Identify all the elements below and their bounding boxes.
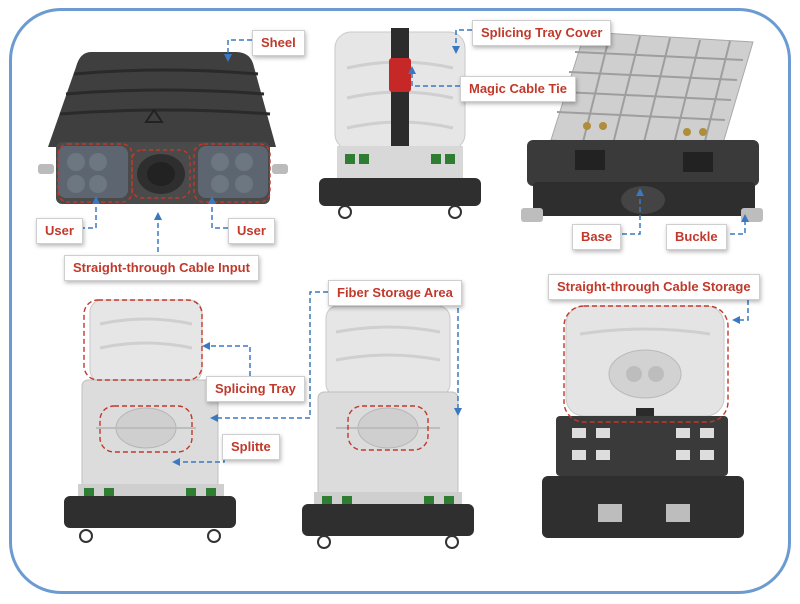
label-magic-cable-tie: Magic Cable Tie [460,76,577,102]
fiber-storage-area-photo [302,305,474,549]
label-sheel: Sheel [252,30,305,56]
label-splicing-tray-cover: Splicing Tray Cover [472,20,612,46]
label-fiber-storage-area: Fiber Storage Area [328,280,462,306]
label-base: Base [572,224,622,250]
closure-shell-photo [38,52,288,204]
label-splicing-tray: Splicing Tray [206,376,305,402]
label-buckle: Buckle [666,224,727,250]
label-user-right: User [228,218,275,244]
splicing-tray-photo [64,299,236,543]
base-photo [521,31,763,222]
label-user-left: User [36,218,83,244]
label-straight-through-cable-storage: Straight-through Cable Storage [548,274,760,300]
splicing-tray-cover-photo [319,28,481,219]
straight-through-cable-storage-photo [542,305,744,538]
label-straight-through-cable-input: Straight-through Cable Input [64,255,259,281]
label-splitte: Splitte [222,434,280,460]
